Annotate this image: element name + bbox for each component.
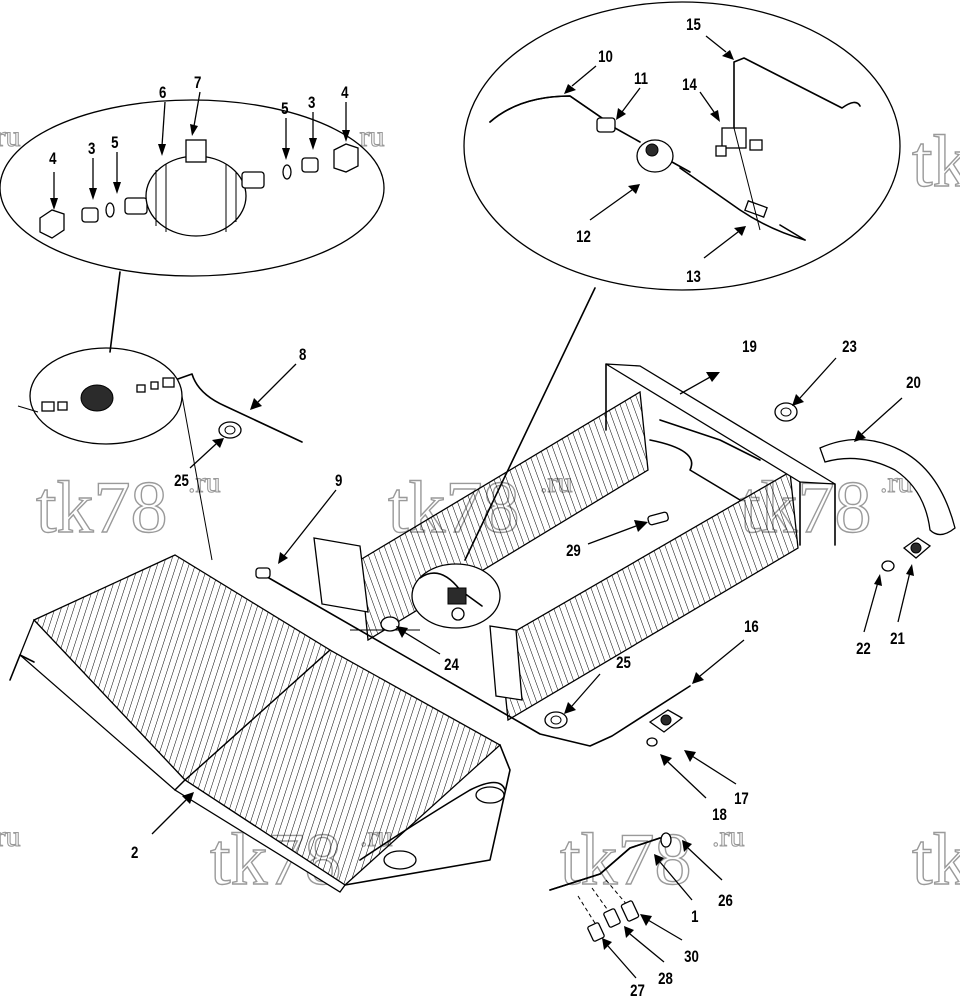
valve-inset	[463, 1, 901, 291]
condenser-manifold	[359, 781, 506, 861]
callout-29: 28	[658, 970, 673, 989]
watermark-brand: tk78	[36, 467, 168, 549]
callout-10: 10	[598, 48, 613, 67]
callout-4-left: 4	[49, 150, 57, 169]
filter-drier-6	[145, 155, 247, 237]
sensing-bulb-13	[744, 200, 768, 218]
callout-5-left: 5	[111, 134, 119, 153]
o-ring-26	[660, 832, 672, 848]
callout-22: 22	[856, 640, 871, 659]
callout-21: 21	[890, 630, 905, 649]
callout-25-bottom: 25	[616, 654, 631, 673]
condenser-coil	[9, 554, 511, 893]
callout-27: 29	[566, 542, 581, 561]
callout-24: 24	[444, 656, 459, 675]
o-ring-18	[646, 737, 658, 747]
grommet-24	[380, 616, 400, 632]
watermark-suffix: .ru	[188, 466, 221, 499]
callout-4-right: 4	[341, 84, 349, 103]
receiver-cap	[383, 850, 417, 870]
valve-body-14	[721, 127, 747, 149]
liquid-line-8	[174, 373, 303, 443]
callout-17: 17	[734, 790, 749, 809]
fitting-9	[255, 567, 271, 579]
watermark-suffix: .ru	[0, 120, 21, 153]
liquid-line-16	[261, 573, 691, 747]
callout-20: 20	[906, 374, 921, 393]
o-ring-5-left	[105, 202, 115, 218]
fitting-27	[647, 511, 669, 526]
o-ring-5-right	[282, 164, 292, 180]
valve-detail-small	[411, 563, 501, 629]
switch-28	[587, 922, 605, 942]
insert-3-right	[301, 157, 319, 173]
callout-25-top: 25	[174, 472, 189, 491]
callout-9: 9	[335, 472, 342, 491]
callout-6: 6	[159, 84, 166, 103]
callout-23: 23	[842, 338, 857, 357]
callout-26: 26	[718, 892, 733, 911]
left-end-plate	[313, 537, 369, 613]
callout-3-left: 3	[88, 140, 95, 159]
callout-30: 30	[684, 948, 699, 967]
callout-14: 14	[682, 76, 697, 95]
filter-drier-inset-small	[17, 347, 213, 561]
callout-8: 8	[299, 346, 306, 365]
nut-4-right	[333, 143, 359, 173]
callout-11: 11	[634, 70, 648, 89]
callout-16: 16	[744, 618, 759, 637]
watermark-suffix: .ru	[0, 820, 21, 853]
callout-3-right: 3	[308, 94, 315, 113]
frame-cross-tube	[649, 439, 741, 501]
refrigerant-lines	[255, 402, 956, 942]
callout-7: 7	[194, 74, 201, 93]
tube-8	[174, 373, 303, 443]
callout-19: 19	[742, 338, 757, 357]
insert-3-left	[81, 207, 99, 223]
clamp-7	[185, 139, 207, 163]
watermark-brand: tk78	[912, 121, 960, 203]
callout-labels: 4 3 5 6 7 5 3 4 10 11 12 13 14 15 8 25 9…	[49, 16, 921, 1000]
callout-13: 13	[686, 268, 701, 287]
discharge-tube-1	[549, 837, 661, 891]
inset-frame-right	[463, 1, 901, 291]
callout-5-right: 5	[281, 100, 289, 119]
equalizer-line-15	[733, 57, 861, 129]
filter-drier-body-small	[80, 384, 114, 412]
nut-11	[596, 117, 616, 133]
switch-29	[603, 908, 621, 928]
switch-30	[620, 900, 640, 922]
watermark-brand: tk78	[560, 819, 692, 901]
callout-1: 1	[691, 908, 699, 927]
callout-2: 2	[131, 844, 138, 863]
filter-drier-inset-large	[0, 99, 385, 277]
leader-lines	[50, 35, 914, 979]
o-ring-22	[881, 560, 895, 572]
tube-10	[489, 95, 603, 123]
watermark-suffix: .ru	[712, 820, 745, 853]
callout-28: 27	[630, 982, 645, 1000]
callout-15: 15	[686, 16, 701, 35]
callout-18: 18	[712, 806, 727, 825]
hose-20	[819, 438, 956, 536]
nut-4-left	[39, 209, 65, 239]
watermark-brand: tk78	[912, 819, 960, 901]
front-end-plate	[489, 625, 523, 701]
callout-12: 12	[576, 228, 591, 247]
